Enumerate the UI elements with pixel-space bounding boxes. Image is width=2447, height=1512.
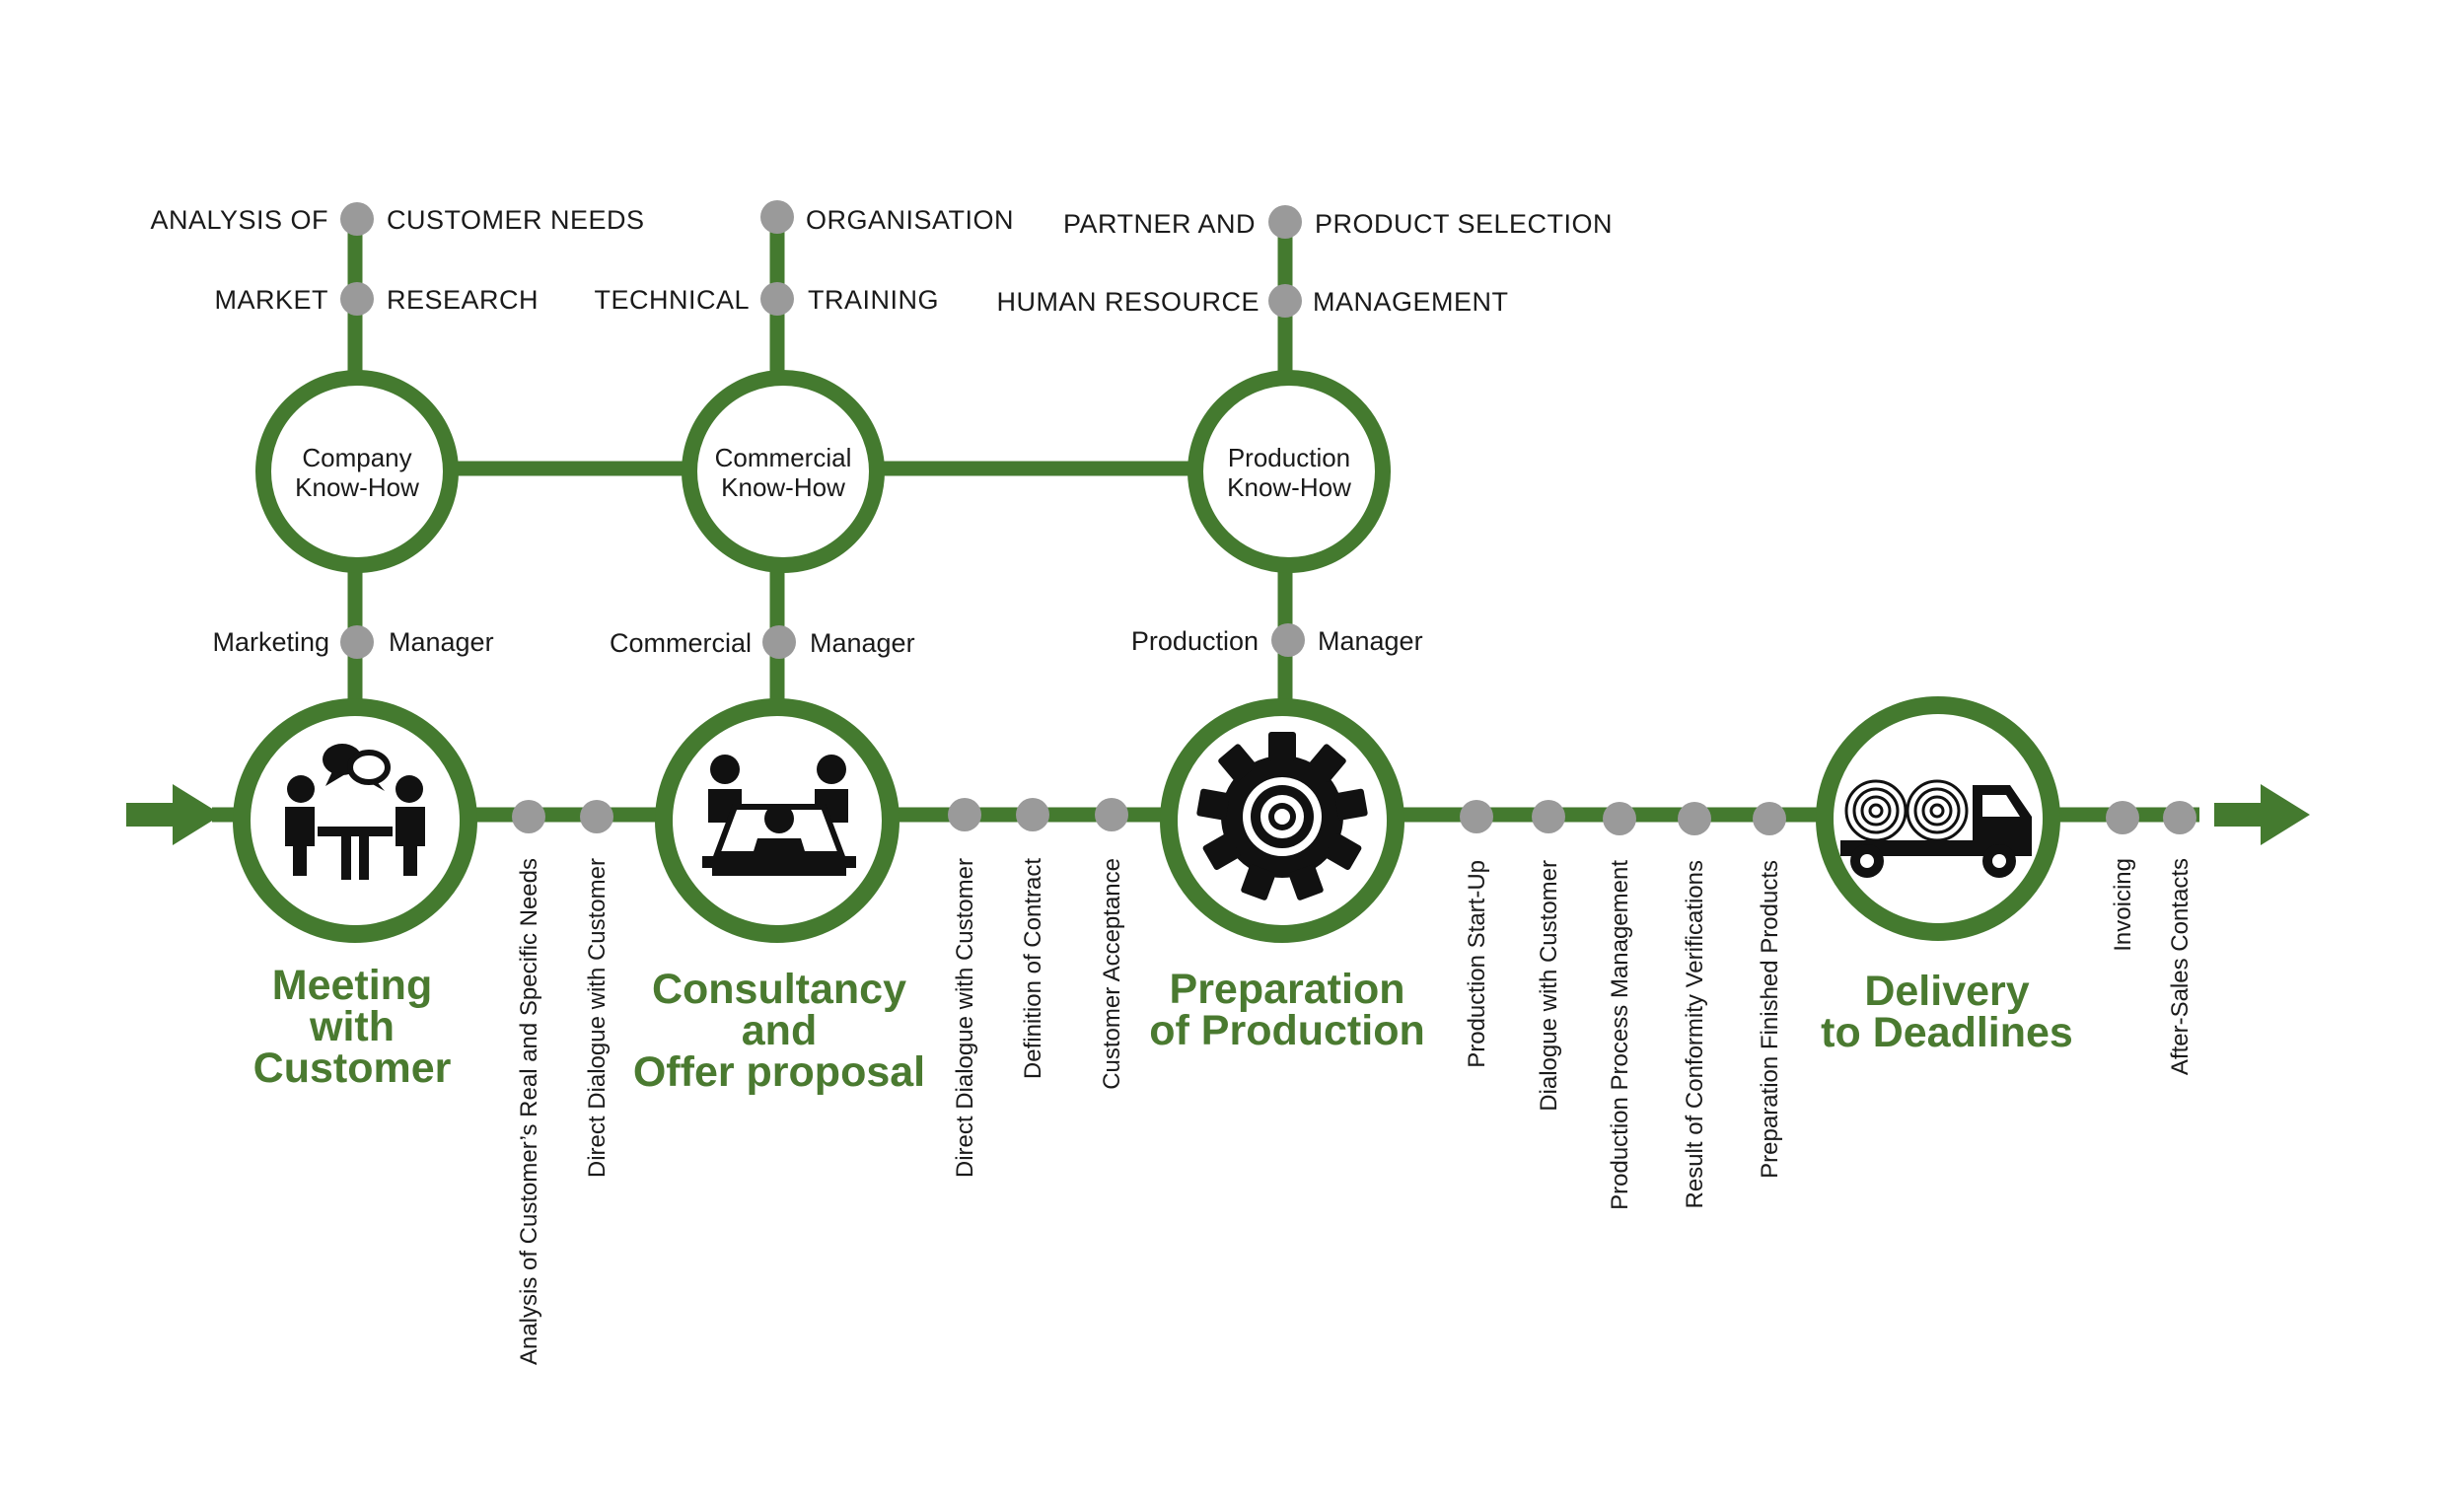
meeting-title-line3: Customer xyxy=(253,1044,452,1092)
timeline-node xyxy=(1532,800,1565,833)
node xyxy=(1268,205,1302,239)
node xyxy=(760,200,794,234)
delivery-title-line2: to Deadlines xyxy=(1821,1009,2073,1056)
step-label: Preparation Finished Products xyxy=(1757,860,1783,1179)
step-label: Analysis of Customer’s Real and Specific… xyxy=(516,858,542,1365)
step-label: After-Sales Contacts xyxy=(2167,858,2194,1075)
gear-icon xyxy=(1196,732,1368,900)
meeting-title-line1: Meeting xyxy=(272,962,432,1009)
consultancy-title-line3: Offer proposal xyxy=(633,1048,925,1096)
production-top-label-left: HUMAN RESOURCE xyxy=(996,287,1259,317)
step-label: Direct Dialogue with Customer xyxy=(952,858,978,1178)
commercial-top-label-right: ORGANISATION xyxy=(806,205,1014,235)
company-manager-label-left: Marketing xyxy=(212,627,329,657)
step-label: Definition of Contract xyxy=(1020,858,1046,1079)
node xyxy=(762,625,796,659)
timeline-node xyxy=(1460,800,1493,833)
meeting-title-line2: with xyxy=(309,1003,395,1050)
commercial-top-labels: ORGANISATION TECHNICAL TRAINING xyxy=(594,205,1014,315)
step-label: Result of Conformity Verifications xyxy=(1682,860,1708,1208)
timeline-node xyxy=(1016,798,1049,831)
stage-preparation xyxy=(1160,698,1404,943)
timeline-node xyxy=(948,798,981,831)
production-top-label-left: PARTNER AND xyxy=(1063,209,1256,239)
consultancy-title-line1: Consultancy xyxy=(652,966,906,1013)
node xyxy=(340,202,374,236)
timeline-node xyxy=(512,800,545,833)
timeline-node xyxy=(580,800,613,833)
timeline-node xyxy=(1095,798,1128,831)
production-manager-label-left: Production xyxy=(1131,626,1259,656)
production-manager-label-right: Manager xyxy=(1318,626,1423,656)
meeting-icon xyxy=(285,744,425,880)
commercial-hub-line2: Know-How xyxy=(721,472,845,502)
company-top-label-right: RESEARCH xyxy=(387,285,539,315)
step-label: Production Start-Up xyxy=(1464,860,1490,1068)
node xyxy=(340,282,374,316)
step-label: Customer Acceptance xyxy=(1099,858,1125,1090)
step-label: Direct Dialogue with Customer xyxy=(584,858,611,1178)
company-top-labels: ANALYSIS OF CUSTOMER NEEDS MARKET RESEAR… xyxy=(150,205,644,315)
commercial-top-label-left: TECHNICAL xyxy=(594,285,750,315)
timeline-nodes xyxy=(512,798,2196,835)
production-top-labels: PARTNER AND PRODUCT SELECTION HUMAN RESO… xyxy=(996,209,1613,317)
consultancy-title: Consultancy and Offer proposal xyxy=(633,966,925,1096)
node xyxy=(340,625,374,659)
timeline-node xyxy=(2163,801,2196,834)
company-knowhow-hub: Company Know-How xyxy=(255,370,459,573)
preparation-title: Preparation of Production xyxy=(1149,966,1424,1054)
node xyxy=(1271,623,1305,657)
preparation-title-line1: Preparation xyxy=(1170,966,1405,1013)
production-top-label-right: MANAGEMENT xyxy=(1313,287,1509,317)
stage-consultancy xyxy=(655,698,900,943)
company-hub-line2: Know-How xyxy=(295,472,419,502)
company-top-label-left: ANALYSIS OF xyxy=(150,205,328,235)
stage-meeting xyxy=(233,698,477,943)
step-labels: Analysis of Customer’s Real and Specific… xyxy=(516,858,2194,1365)
timeline-node xyxy=(1678,802,1711,835)
production-top-label-right: PRODUCT SELECTION xyxy=(1315,209,1613,239)
delivery-title-line1: Delivery xyxy=(1864,968,2029,1015)
preparation-title-line2: of Production xyxy=(1149,1007,1424,1054)
step-label: Invoicing xyxy=(2110,858,2136,952)
company-manager-label-right: Manager xyxy=(389,627,494,657)
top-nodes xyxy=(340,200,1305,659)
timeline-start-arrow-icon xyxy=(126,784,222,845)
meeting-title: Meeting with Customer xyxy=(253,962,452,1092)
timeline-node xyxy=(1753,802,1786,835)
company-top-label-left: MARKET xyxy=(214,285,328,315)
company-hub-line1: Company xyxy=(302,443,411,472)
node xyxy=(760,282,794,316)
commercial-hub-line1: Commercial xyxy=(715,443,852,472)
stage-delivery xyxy=(1816,696,2060,941)
company-top-label-right: CUSTOMER NEEDS xyxy=(387,205,645,235)
step-label: Dialogue with Customer xyxy=(1536,860,1562,1112)
commercial-manager-label-left: Commercial xyxy=(610,628,752,658)
timeline-end-arrow-icon xyxy=(2214,784,2310,845)
commercial-manager-label-right: Manager xyxy=(810,628,915,658)
commercial-knowhow-hub: Commercial Know-How xyxy=(682,370,885,573)
truck-icon xyxy=(1840,779,2032,878)
node xyxy=(1268,284,1302,318)
timeline-node xyxy=(1603,802,1636,835)
commercial-top-label-right: TRAINING xyxy=(808,285,939,315)
step-label: Production Process Management xyxy=(1607,860,1633,1210)
timeline-node xyxy=(2106,801,2139,834)
conference-table-icon xyxy=(702,755,856,876)
production-hub-line2: Know-How xyxy=(1227,472,1351,502)
delivery-title: Delivery to Deadlines xyxy=(1821,968,2073,1056)
production-knowhow-hub: Production Know-How xyxy=(1188,370,1391,573)
consultancy-title-line2: and xyxy=(742,1007,817,1054)
production-hub-line1: Production xyxy=(1228,443,1350,472)
